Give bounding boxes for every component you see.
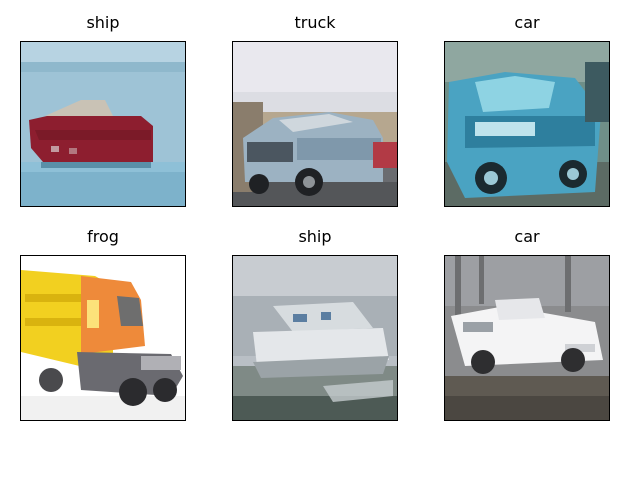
- ship-image: [21, 42, 185, 206]
- car-image: [445, 42, 609, 206]
- panel-image-frame: [444, 41, 610, 207]
- panel-image-frame: [20, 41, 186, 207]
- truck-image: [233, 42, 397, 206]
- car-image: [445, 256, 609, 420]
- panel-title: truck: [294, 13, 336, 32]
- panel-title: car: [514, 13, 540, 32]
- frog-image: [21, 256, 185, 420]
- panel-image-frame: [444, 255, 610, 421]
- panel-title: ship: [86, 13, 120, 32]
- panel-image-frame: [232, 41, 398, 207]
- panel-image-frame: [20, 255, 186, 421]
- panel-image-frame: [232, 255, 398, 421]
- panel-title: car: [514, 227, 540, 246]
- ship-image: [233, 256, 397, 420]
- panel-title: ship: [298, 227, 332, 246]
- panel-title: frog: [87, 227, 119, 246]
